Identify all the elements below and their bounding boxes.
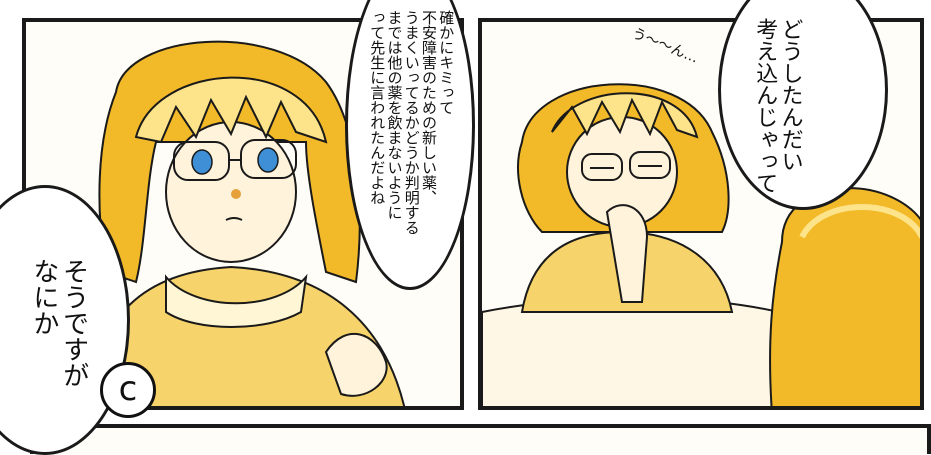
characters-thinking-art	[482, 83, 920, 406]
character-glasses-girl-art	[86, 40, 406, 406]
speech-text-center: 確かにキミって 不安障害のための新しい薬、 うまくいってるかどうか判明する まで…	[368, 10, 456, 235]
speech-text-left: そうですが なにか	[28, 258, 89, 388]
speech-bubble-right	[718, 0, 888, 210]
panel-bottom-partial	[30, 424, 931, 454]
speech-bubble-center	[345, 0, 475, 290]
copyright-mark: c	[100, 362, 156, 418]
speech-text-right: どうしたんだい 考え込んじゃって	[752, 18, 803, 194]
